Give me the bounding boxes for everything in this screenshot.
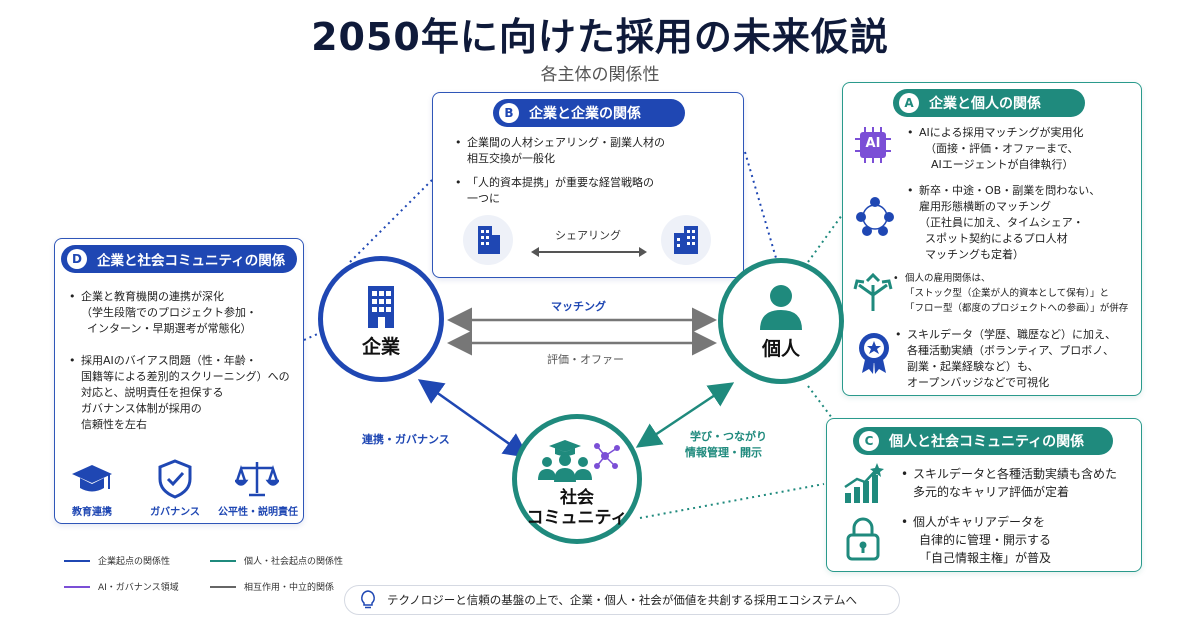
node-company: 企業 — [318, 256, 444, 382]
sharing-label: シェアリング — [555, 229, 621, 242]
panel-d-bullet-1: 企業と教育機関の連携が深化 （学生段階でのプロジェクト参加・ インターン・早期選… — [69, 289, 257, 337]
panel-b: B 企業と企業の関係 企業間の人材シェアリング・副業人材の 相互交換が一般化 「… — [432, 92, 744, 278]
scales-icon — [233, 459, 281, 499]
ai-chip-text: AI — [865, 136, 881, 151]
edge-label-info: 情報管理・開示 — [685, 446, 762, 459]
panel-b-header: B 企業と企業の関係 — [493, 99, 685, 127]
dotted-individual-b — [744, 151, 777, 259]
edge-label-evaluation: 評価・オファー — [547, 353, 624, 366]
panel-a-title: 企業と個人の関係 — [929, 96, 1041, 112]
dotted-individual-c — [807, 385, 833, 419]
node-individual: 個人 — [718, 258, 844, 384]
building-icon-right — [661, 215, 711, 265]
panel-c-title: 個人と社会コミュニティの関係 — [889, 434, 1085, 450]
page-title: 2050年に向けた採用の未来仮説 — [311, 15, 889, 59]
dotted-individual-a — [807, 214, 843, 263]
panel-b-badge: B — [499, 103, 519, 123]
panel-a-bullet-2: 新卒・中途・OB・副業を問わない、 雇用形態横断のマッチング （正社員に加え、タ… — [907, 183, 1100, 263]
company-community-arrow — [417, 379, 530, 458]
node-individual-label: 個人 — [761, 338, 800, 360]
panel-d-header: D 企業と社会コミュニティの関係 — [61, 245, 297, 273]
panel-d-title: 企業と社会コミュニティの関係 — [97, 253, 286, 269]
node-community: 社会 コミュニティ — [512, 414, 642, 544]
icon-caption-fairness: 公平性・説明責任 — [218, 507, 298, 518]
shield-icon — [157, 459, 193, 499]
community-icon — [538, 440, 620, 482]
icon-caption-governance: ガバナンス — [150, 507, 200, 518]
ai-chip-icon: AI — [853, 125, 893, 165]
panel-c-badge: C — [859, 431, 879, 451]
panel-a-header: A 企業と個人の関係 — [893, 89, 1085, 117]
footer-text: テクノロジーと信頼の基盤の上で、企業・個人・社会が価値を共創する採用エコシステム… — [387, 593, 857, 607]
legend-label-4: 相互作用・中立的関係 — [244, 583, 335, 593]
panel-a-badge: A — [899, 93, 919, 113]
icon-caption-education: 教育連携 — [72, 507, 112, 518]
panel-d-bullet-2: 採用AIのバイアス問題（性・年齢・ 国籍等による差別的スクリーニング）への 対応… — [69, 353, 290, 433]
footer-banner: テクノロジーと信頼の基盤の上で、企業・個人・社会が価値を共創する採用エコシステム… — [344, 585, 900, 615]
panel-c-bullet-2: 個人がキャリアデータを 自律的に管理・開示する 「自己情報主権」が普及 — [901, 513, 1051, 567]
node-community-label: 社会 コミュニティ — [526, 488, 628, 528]
panel-c-bullet-1: スキルデータと各種活動実績も含めた 多元的なキャリア評価が定着 — [901, 465, 1117, 501]
legend-swatch-4 — [210, 586, 236, 588]
dotted-company-b — [349, 179, 433, 263]
edge-label-collab: 連携・ガバナンス — [362, 433, 450, 446]
legend-label-3: AI・ガバナンス領域 — [98, 583, 179, 593]
edge-label-matching: マッチング — [551, 300, 606, 313]
panel-a-bullet-4: スキルデータ（学歴、職歴など）に加え、 各種活動実績（ボランティア、プロボノ、 … — [895, 327, 1116, 391]
page-subtitle: 各主体の関係性 — [540, 65, 660, 85]
panel-b-bullet-2: 「人的資本提携」が重要な経営戦略の 一つに — [455, 175, 654, 207]
legend-label-1: 企業起点の関係性 — [98, 557, 171, 567]
sharing-arrow: シェアリング — [531, 229, 647, 261]
legend-swatch-2 — [210, 560, 236, 562]
graduation-cap-icon — [71, 461, 113, 497]
panel-c-header: C 個人と社会コミュニティの関係 — [853, 427, 1113, 455]
panel-a-bullet-3: 個人の雇用関係は、 「ストック型（企業が人的資本として保有）」と 「フロー型（都… — [893, 271, 1128, 316]
badge-ribbon-icon — [855, 331, 893, 375]
individual-community-arrow — [635, 382, 735, 448]
legend-swatch-3 — [64, 586, 90, 588]
legend-swatch-1 — [64, 560, 90, 562]
panel-a: A 企業と個人の関係 AI AIによる採用マッチングが実用化 （面接・評価・オフ… — [842, 82, 1142, 396]
legend-label-2: 個人・社会起点の関係性 — [244, 557, 344, 567]
panel-b-title: 企業と企業の関係 — [529, 106, 641, 122]
panel-a-bullet-1: AIによる採用マッチングが実用化 （面接・評価・オファーまで、 AIエージェント… — [907, 125, 1083, 173]
edge-label-learning: 学び・つながり — [690, 430, 767, 443]
lightbulb-icon — [361, 590, 375, 609]
panel-b-bullet-1: 企業間の人材シェアリング・副業人材の 相互交換が一般化 — [455, 135, 665, 167]
person-icon — [760, 285, 802, 330]
branching-arrows-icon — [853, 272, 893, 313]
dotted-community-c — [639, 483, 825, 519]
node-company-label: 企業 — [361, 336, 400, 358]
panel-d: D 企業と社会コミュニティの関係 企業と教育機関の連携が深化 （学生段階でのプロ… — [54, 238, 304, 524]
building-icon-left — [463, 215, 513, 265]
lock-icon — [843, 515, 883, 563]
building-icon — [368, 286, 394, 328]
panel-c: C 個人と社会コミュニティの関係 スキルデータと各種活動実績も含めた 多元的なキ… — [826, 418, 1142, 572]
panel-d-badge: D — [67, 249, 87, 269]
growth-chart-icon — [841, 463, 885, 507]
network-people-icon — [853, 195, 897, 239]
